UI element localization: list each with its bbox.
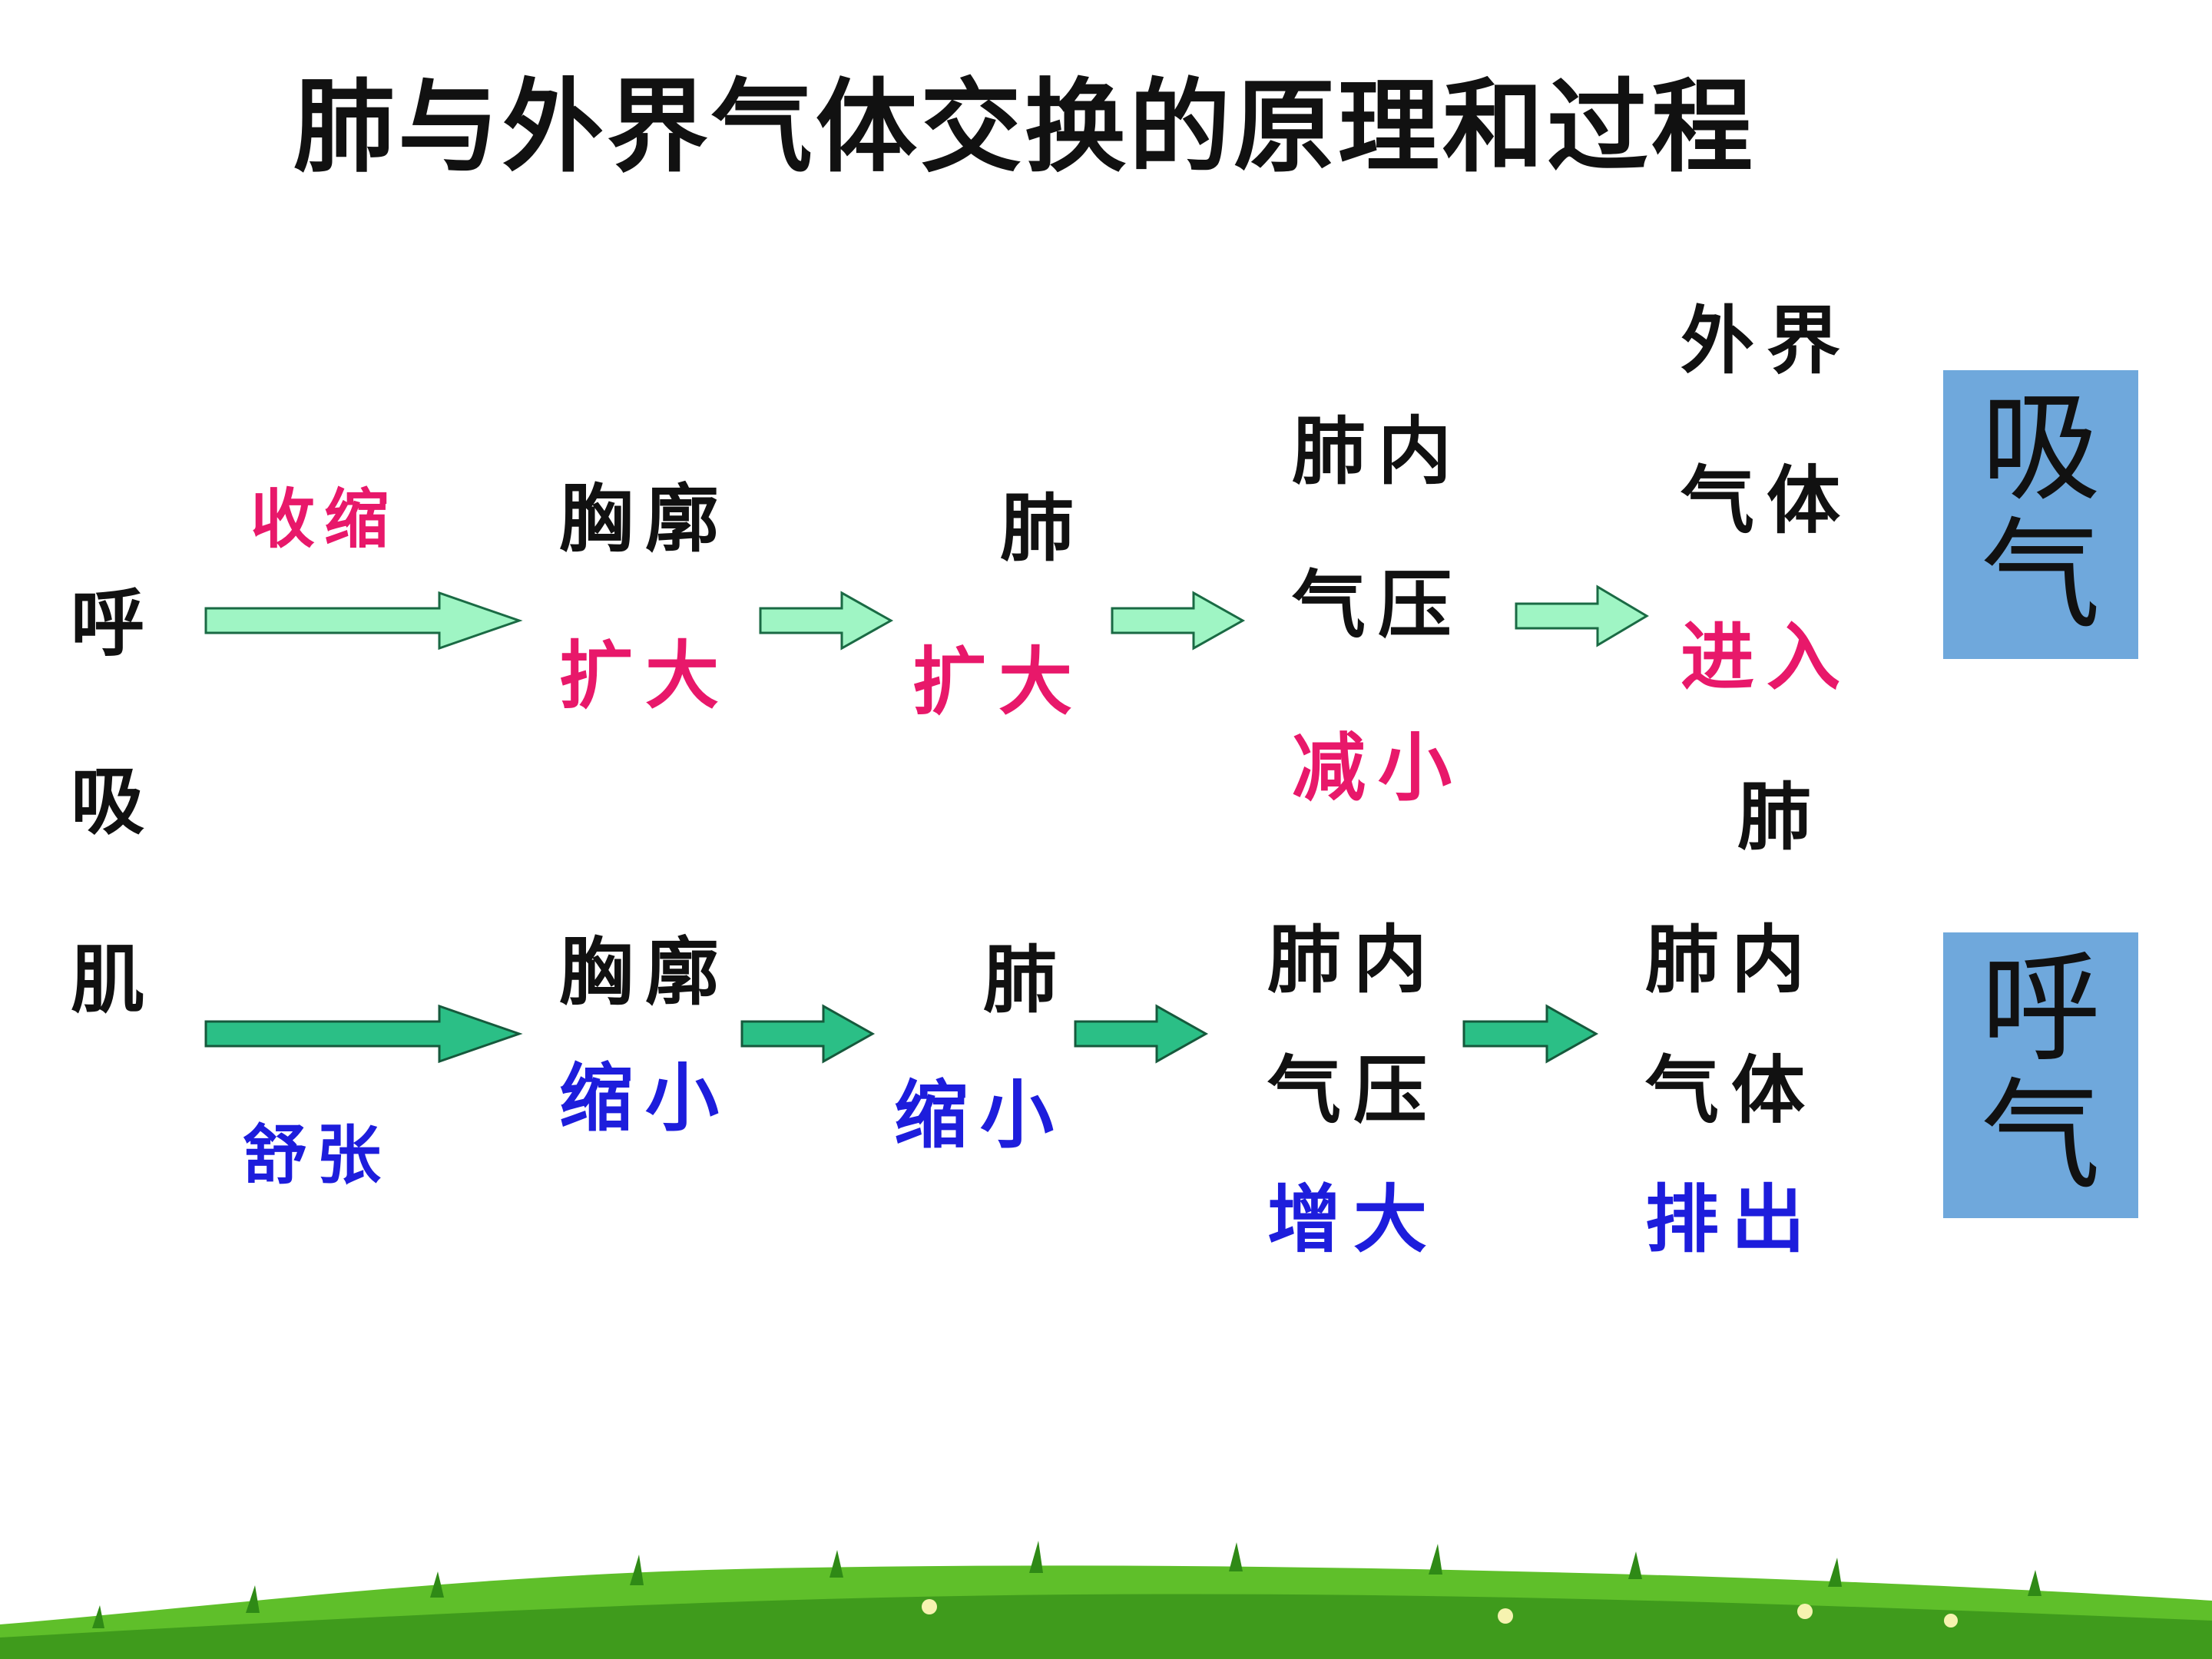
inhale-muscle-action: 收缩 <box>250 481 399 557</box>
exhale-gas-change: 排出 <box>1645 1176 1817 1263</box>
inhale-arrow-pressure-to-gas <box>1515 584 1649 647</box>
exhale-pressure-change: 增大 <box>1267 1176 1439 1263</box>
exhale-chest-change: 缩小 <box>559 1055 731 1141</box>
inhale-chest-label: 胸廓 <box>559 475 731 562</box>
exhale-arrow-pressure-to-gas <box>1462 1004 1599 1064</box>
exhale-pressure-line2: 气压 <box>1267 1047 1439 1134</box>
inhale-label-char-2: 气 <box>1981 509 2101 643</box>
muscle-char-1: 呼 <box>71 580 157 667</box>
inhale-arrow-muscle-to-chest <box>204 591 523 651</box>
inhale-arrow-lung-to-pressure <box>1111 591 1246 651</box>
exhale-label-box: 呼 气 <box>1943 932 2138 1218</box>
inhale-arrow-chest-to-lung <box>759 591 894 651</box>
inhale-gas-change: 进入 <box>1681 614 1853 700</box>
inhale-lung-change: 扩大 <box>912 638 1084 725</box>
exhale-lung-label: 肺 <box>983 936 1069 1023</box>
muscle-char-3: 肌 <box>71 936 157 1023</box>
exhale-arrow-chest-to-lung <box>740 1004 876 1064</box>
inhale-chest-change: 扩大 <box>559 632 731 719</box>
exhale-label-char-2: 气 <box>1981 1070 2101 1204</box>
inhale-pressure-line2: 气压 <box>1292 561 1464 648</box>
inhale-lung-label: 肺 <box>1000 485 1086 571</box>
exhale-pressure-line1: 肺内 <box>1267 916 1439 1003</box>
inhale-gas-line3: 肺 <box>1737 773 1823 860</box>
muscle-char-2: 吸 <box>71 758 157 845</box>
page-title: 肺与外界气体交换的原理和过程 <box>293 68 1756 187</box>
inhale-label-box: 吸 气 <box>1943 370 2138 659</box>
inhale-pressure-change: 减小 <box>1292 724 1464 811</box>
inhale-label-char-1: 吸 <box>1981 382 2101 515</box>
inhale-gas-line2: 气体 <box>1681 457 1853 544</box>
exhale-arrow-muscle-to-chest <box>204 1004 523 1064</box>
exhale-arrow-lung-to-pressure <box>1074 1004 1209 1064</box>
inhale-pressure-line1: 肺内 <box>1292 408 1464 495</box>
exhale-gas-line1: 肺内 <box>1645 916 1817 1003</box>
exhale-gas-line2: 气体 <box>1645 1047 1817 1134</box>
inhale-gas-line1: 外界 <box>1681 297 1853 384</box>
exhale-label-char-1: 呼 <box>1981 942 2101 1076</box>
exhale-muscle-action: 舒张 <box>243 1117 391 1193</box>
exhale-lung-change: 缩小 <box>894 1071 1066 1158</box>
exhale-chest-label: 胸廓 <box>559 929 731 1015</box>
